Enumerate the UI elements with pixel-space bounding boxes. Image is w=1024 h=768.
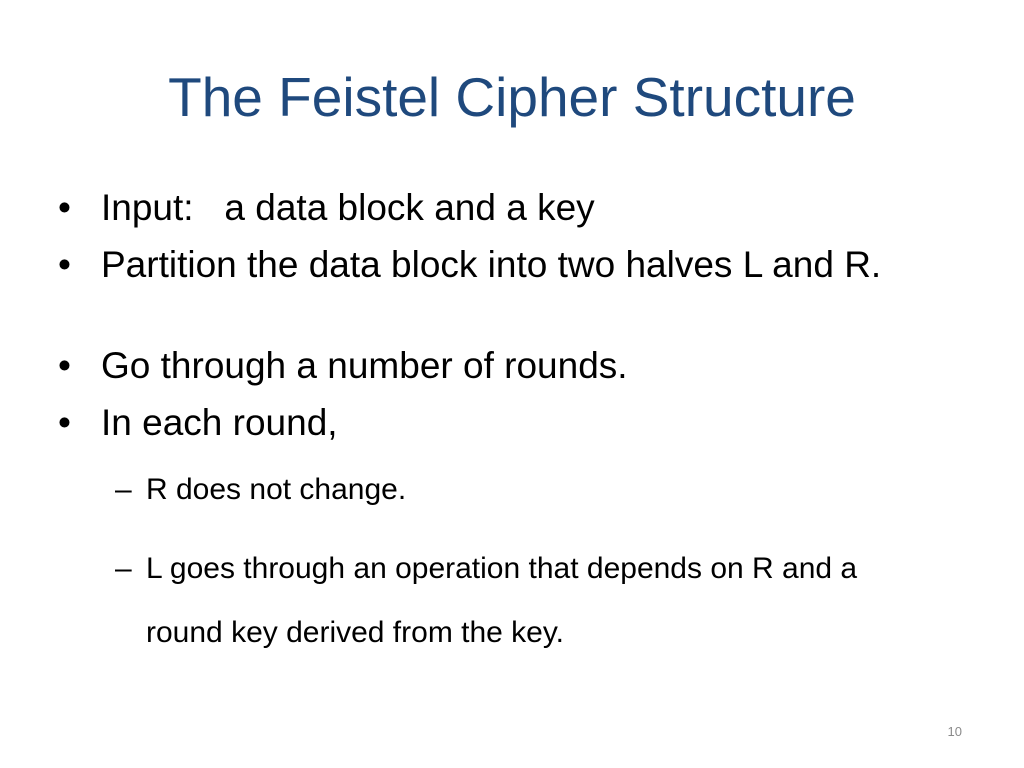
page-number: 10 — [947, 724, 962, 739]
bullet-marker: • — [58, 402, 71, 443]
bullet-marker: • — [58, 345, 71, 386]
sub-bullet-text: L goes through an operation that depends… — [146, 552, 858, 649]
sub-bullet-item: – L goes through an operation that depen… — [115, 537, 955, 665]
bullet-text: Input: a data block and a key — [101, 187, 595, 228]
bullet-item: • Partition the data block into two halv… — [58, 240, 958, 290]
bullet-text: Partition the data block into two halves… — [101, 244, 882, 285]
bullet-item: • Input: a data block and a key — [58, 183, 958, 233]
sub-bullet-marker: – — [115, 552, 132, 585]
bullet-text: Go through a number of rounds. — [101, 345, 628, 386]
bullet-item: • Go through a number of rounds. — [58, 341, 958, 391]
sub-bullet-marker: – — [115, 473, 132, 506]
bullet-text: In each round, — [101, 402, 338, 443]
bullet-item: • In each round, — [58, 398, 958, 448]
sub-bullet-item: – R does not change. — [115, 470, 955, 510]
bullet-marker: • — [58, 187, 71, 228]
bullet-marker: • — [58, 244, 71, 285]
slide-title: The Feistel Cipher Structure — [168, 66, 856, 128]
sub-bullet-text: R does not change. — [146, 473, 407, 506]
